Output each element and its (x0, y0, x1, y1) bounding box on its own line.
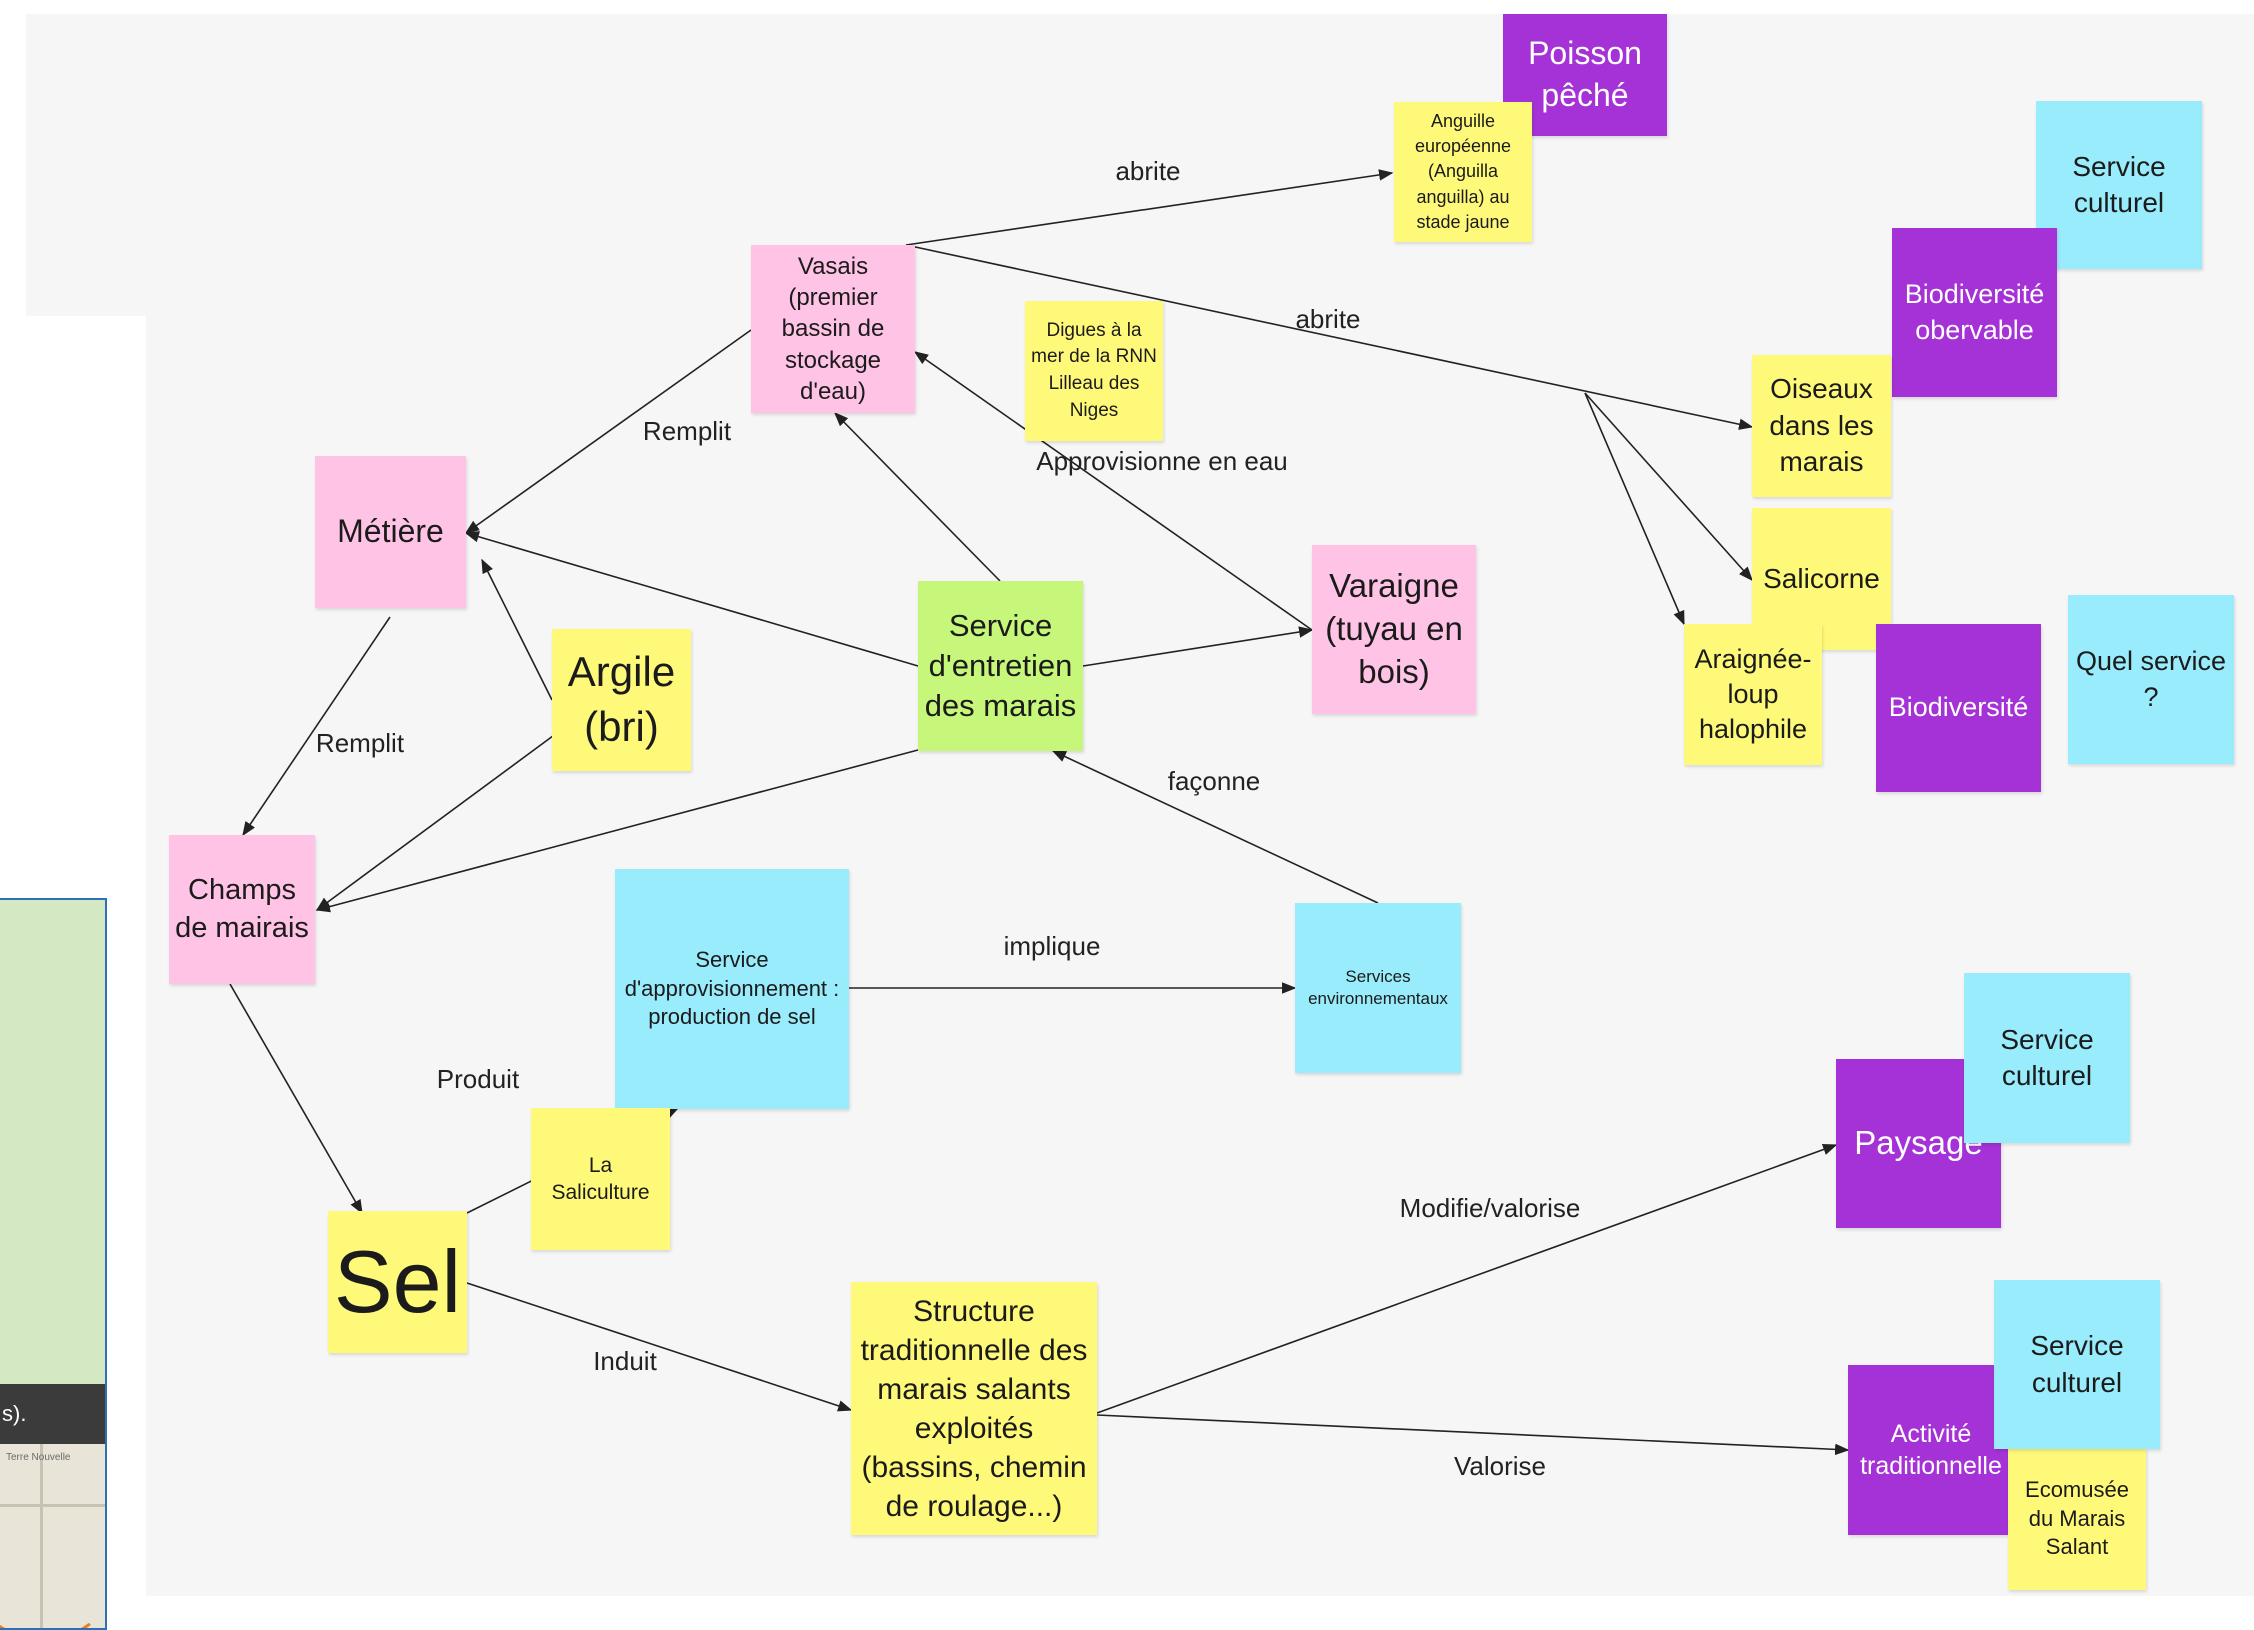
note-text: Digues à la mer de la RNN Lilleau des Ni… (1031, 319, 1157, 421)
sticky-note-structure[interactable]: Structure traditionnelle des marais sala… (851, 1282, 1097, 1535)
note-text: Champs de mairais (175, 873, 309, 944)
note-text: Sel (333, 1232, 462, 1331)
note-text: Métière (337, 513, 444, 550)
note-text: Varaigne (tuyau en bois) (1325, 567, 1463, 690)
note-text: Oiseaux dans les marais (1769, 373, 1874, 478)
sticky-note-approvisionnement[interactable]: Service d'approvisionnement : production… (615, 869, 849, 1109)
sticky-note-service-culturel-1[interactable]: Service culturel (2036, 101, 2202, 269)
note-text: Structure traditionnelle des marais sala… (860, 1294, 1088, 1523)
note-text: Argile (bri) (567, 648, 676, 750)
note-text: Vasais (premier bassin de stockage d'eau… (781, 253, 885, 405)
note-text: Anguille européenne (Anguilla anguilla) … (1414, 111, 1512, 232)
note-text: Paysage (1854, 1124, 1983, 1162)
note-text: La Saliculture (551, 1153, 650, 1204)
note-text: Quel service ? (2075, 646, 2227, 712)
note-text: Service culturel (2072, 150, 2166, 218)
sticky-note-biodiversite-observable[interactable]: Biodiversité obervable (1892, 228, 2057, 397)
side-panel: s). Terre Nouvelle (0, 898, 107, 1630)
note-text: Service d'approvisionnement : production… (624, 947, 840, 1030)
map-label: Terre Nouvelle (6, 1452, 71, 1463)
sticky-note-service-culturel-2[interactable]: Service culturel (1964, 973, 2130, 1143)
sticky-note-araignee[interactable]: Araignée-loup halophile (1684, 624, 1822, 765)
sticky-note-varaigne[interactable]: Varaigne (tuyau en bois) (1312, 545, 1476, 714)
note-text: Service culturel (2000, 1023, 2094, 1091)
note-text: Activité traditionnelle (1860, 1419, 2002, 1481)
sticky-note-metiere[interactable]: Métière (315, 456, 466, 608)
sticky-note-saliculture[interactable]: La Saliculture (531, 1108, 670, 1250)
sticky-note-champs[interactable]: Champs de mairais (169, 835, 315, 984)
note-text: Araignée-loup halophile (1694, 643, 1812, 745)
note-text: Service culturel (2030, 1330, 2124, 1398)
sticky-note-activite[interactable]: Activité traditionnelle (1848, 1365, 2014, 1535)
note-text: Ecomusée du Marais Salant (2025, 1477, 2129, 1560)
sticky-note-ecomusee[interactable]: Ecomusée du Marais Salant (2008, 1448, 2146, 1590)
sticky-note-digues[interactable]: Digues à la mer de la RNN Lilleau des Ni… (1025, 301, 1163, 441)
note-text: Biodiversité obervable (1904, 279, 2045, 345)
sticky-note-quel-service[interactable]: Quel service ? (2068, 595, 2234, 764)
sticky-note-service-entretien[interactable]: Service d'entretien des marais (918, 581, 1083, 751)
sticky-note-sel[interactable]: Sel (328, 1211, 467, 1353)
sticky-note-services-environnementaux[interactable]: Services environnementaux (1295, 903, 1461, 1073)
note-text: Services environnementaux (1308, 966, 1448, 1008)
note-text: Service d'entretien des marais (924, 607, 1077, 724)
map-road (0, 1554, 105, 1628)
sticky-note-argile[interactable]: Argile (bri) (552, 629, 691, 771)
map-street (40, 1444, 43, 1628)
sticky-note-anguille[interactable]: Anguille européenne (Anguilla anguilla) … (1394, 102, 1532, 242)
sticky-note-vasais[interactable]: Vasais (premier bassin de stockage d'eau… (751, 245, 915, 413)
sticky-note-biodiversite[interactable]: Biodiversité (1876, 624, 2041, 792)
side-panel-caption: s). (0, 1384, 105, 1444)
sticky-note-service-culturel-3[interactable]: Service culturel (1994, 1280, 2160, 1449)
note-text: Biodiversité (1888, 692, 2029, 723)
map-street (0, 1504, 105, 1507)
map-thumbnail[interactable]: Terre Nouvelle (0, 1444, 105, 1628)
note-text: Poisson pêché (1528, 35, 1642, 113)
note-text: Salicorne (1763, 562, 1880, 594)
sticky-note-oiseaux[interactable]: Oiseaux dans les marais (1752, 355, 1891, 497)
